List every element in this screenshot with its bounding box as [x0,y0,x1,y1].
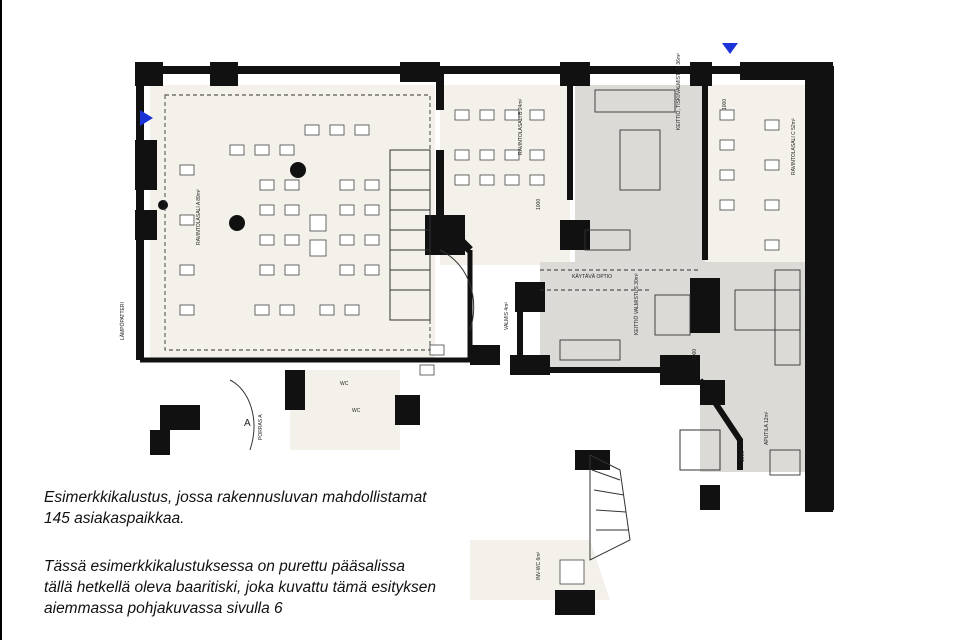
column [229,215,245,231]
caption-line: Esimerkkikalustus, jossa rakennusluvan m… [44,489,427,506]
block [560,62,590,86]
block [560,220,590,250]
block [470,345,500,365]
block [690,62,712,86]
caption-line: Tässä esimerkkikalustuksessa on purettu … [44,558,405,575]
block [135,62,163,86]
kitchen1-floor [575,85,705,265]
stair-curve [439,249,475,331]
block [660,355,700,385]
label-kitchen1: KEITTIÖ, TISKI/VALMISTUS 36m² [675,53,682,130]
stair-service [679,429,721,471]
entrance-arrow-left [140,110,153,126]
caption-line: 145 asiakaspaikkaa. [44,510,185,527]
block [425,215,465,255]
block [150,430,170,455]
block [575,450,610,470]
block [285,370,305,410]
stair-lower [589,454,631,561]
caption-paragraph-1: Esimerkkikalustus, jossa rakennusluvan m… [44,487,484,529]
block [400,62,440,82]
caption-paragraph-2: Tässä esimerkkikalustuksessa on purettu … [44,556,484,619]
label-door1: 1000 [722,99,728,110]
block [210,62,238,86]
wall-blocks [135,62,833,615]
block [555,590,595,615]
block [700,485,720,510]
stair-porras-a [229,379,255,451]
columns [158,162,306,231]
entrance-markers [140,43,738,126]
block [515,282,545,312]
furniture-tables [179,109,780,585]
label-door3: 1000 [740,451,746,462]
right-wall-thick [805,62,833,512]
block [690,278,720,333]
label-door4: 1000 [692,349,698,360]
room-labels: RAVINTOLASALI A 89m² RAVINTOLASALI B 24m… [119,53,797,580]
label-kitchen2: KEITTIÖ VALMISTUS 30m² [633,273,640,335]
dashed-zones [164,94,700,351]
label-wc1: WC [340,381,349,387]
kitchen-equipment [559,89,801,476]
label-door2: 1000 [536,199,542,210]
wc-floor [290,370,400,450]
block [395,395,420,425]
label-porras-a: PORRAS A [258,414,264,440]
block [135,140,157,190]
block [700,380,725,405]
page-left-border [0,0,2,640]
label-corridor: KÄYTÄVÄ OPTIO [572,273,612,280]
caption-line: tällä hetkellä oleva baaritiski, joka ku… [44,579,437,596]
label-hall-c: RAVINTOLASALI C 52m² [791,118,797,175]
column [158,200,168,210]
block [160,405,200,430]
lower-room-floor [470,540,610,600]
label-wc2: WC [352,408,361,414]
block [510,355,550,375]
label-aputila: APUTILA 12m² [764,411,770,445]
label-valmistus: VALMIS 4m² [504,302,510,330]
label-main-hall: RAVINTOLASALI A 89m² [196,189,202,245]
label-inv-wc: INV-WC 6m² [536,552,542,580]
label-letter-a: A [244,418,251,429]
label-lamposeina: LÄMPÖPATTERI [119,302,126,340]
label-hall-b: RAVINTOLASALI B 24m² [518,98,524,155]
block [135,210,157,240]
column [290,162,306,178]
caption-line: aiemmassa pohjakuvassa sivulla 6 [44,600,283,617]
entrance-arrow-top [722,43,738,54]
